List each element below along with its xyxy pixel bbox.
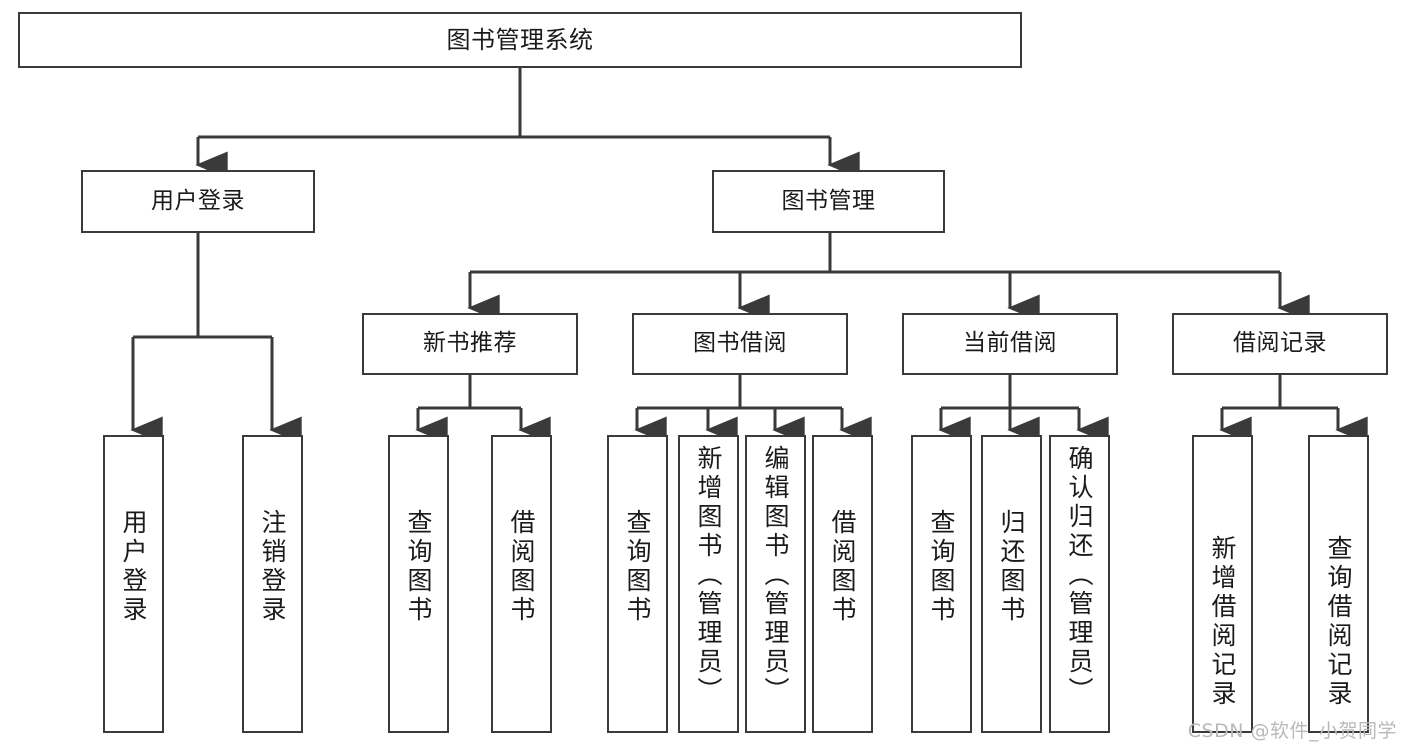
node-leaf-add-book-label: 新增图书（管理员） bbox=[694, 445, 723, 706]
node-leaf-edit-book-label: 编辑图书（管理员） bbox=[761, 445, 790, 706]
node-root[interactable]: 图书管理系统 bbox=[18, 12, 1022, 68]
node-leaf-query-book-2-label: 查询图书 bbox=[623, 509, 652, 625]
node-leaf-add-record-label: 新增借阅记录 bbox=[1208, 535, 1237, 709]
node-root-label: 图书管理系统 bbox=[446, 25, 594, 54]
node-leaf-query-record[interactable]: 查询借阅记录 bbox=[1308, 435, 1369, 733]
node-user-login-label: 用户登录 bbox=[151, 187, 245, 214]
node-leaf-borrow-book-2-label: 借阅图书 bbox=[828, 509, 857, 625]
node-leaf-return-book-label: 归还图书 bbox=[997, 509, 1026, 625]
node-leaf-logout-login[interactable]: 注销登录 bbox=[242, 435, 303, 733]
node-borrow-record[interactable]: 借阅记录 bbox=[1172, 313, 1388, 375]
watermark: CSDN @软件_小贺同学 bbox=[1187, 720, 1397, 742]
node-leaf-query-book-2[interactable]: 查询图书 bbox=[607, 435, 668, 733]
node-new-book-rec-label: 新书推荐 bbox=[423, 330, 517, 357]
node-leaf-return-book[interactable]: 归还图书 bbox=[981, 435, 1042, 733]
node-leaf-add-book[interactable]: 新增图书（管理员） bbox=[678, 435, 739, 733]
node-user-login[interactable]: 用户登录 bbox=[81, 170, 315, 233]
node-leaf-confirm-return-label: 确认归还（管理员） bbox=[1065, 445, 1094, 706]
node-new-book-rec[interactable]: 新书推荐 bbox=[362, 313, 578, 375]
node-leaf-query-book-3-label: 查询图书 bbox=[927, 509, 956, 625]
node-leaf-borrow-book-1-label: 借阅图书 bbox=[507, 509, 536, 625]
node-current-borrow[interactable]: 当前借阅 bbox=[902, 313, 1118, 375]
node-leaf-confirm-return[interactable]: 确认归还（管理员） bbox=[1049, 435, 1110, 733]
node-leaf-logout-login-label: 注销登录 bbox=[258, 509, 287, 625]
node-leaf-borrow-book-1[interactable]: 借阅图书 bbox=[491, 435, 552, 733]
node-book-borrow-label: 图书借阅 bbox=[693, 330, 787, 357]
node-leaf-borrow-book-2[interactable]: 借阅图书 bbox=[812, 435, 873, 733]
node-leaf-user-login[interactable]: 用户登录 bbox=[103, 435, 164, 733]
node-leaf-query-book-1[interactable]: 查询图书 bbox=[388, 435, 449, 733]
node-borrow-record-label: 借阅记录 bbox=[1233, 330, 1327, 357]
node-leaf-query-record-label: 查询借阅记录 bbox=[1324, 535, 1353, 709]
node-book-borrow[interactable]: 图书借阅 bbox=[632, 313, 848, 375]
node-book-admin[interactable]: 图书管理 bbox=[712, 170, 945, 233]
node-leaf-add-record[interactable]: 新增借阅记录 bbox=[1192, 435, 1253, 733]
node-book-admin-label: 图书管理 bbox=[781, 187, 876, 214]
node-leaf-query-book-3[interactable]: 查询图书 bbox=[911, 435, 972, 733]
node-leaf-query-book-1-label: 查询图书 bbox=[404, 509, 433, 625]
node-leaf-user-login-label: 用户登录 bbox=[119, 509, 148, 625]
node-leaf-edit-book[interactable]: 编辑图书（管理员） bbox=[745, 435, 806, 733]
node-current-borrow-label: 当前借阅 bbox=[963, 330, 1057, 357]
